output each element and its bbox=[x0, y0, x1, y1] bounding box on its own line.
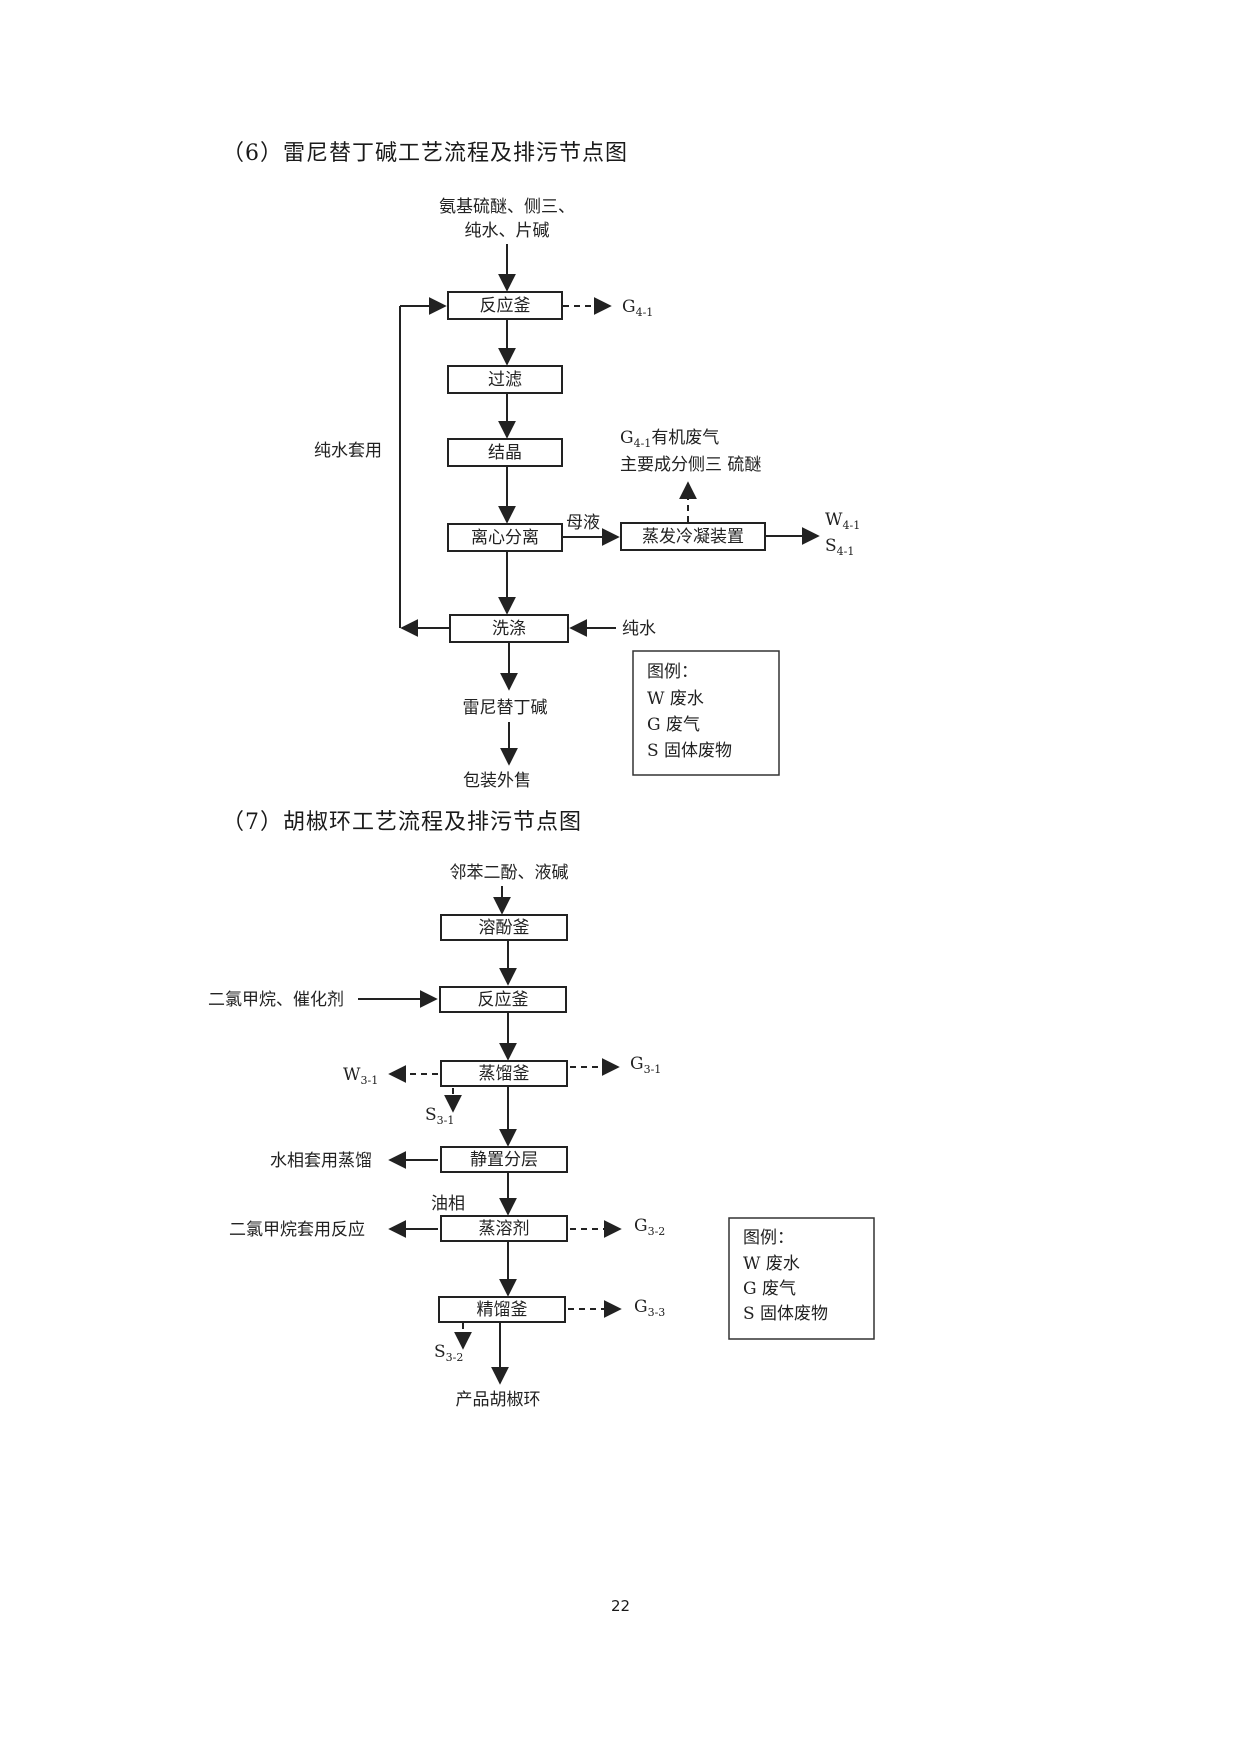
s7-oil-phase: 油相 bbox=[431, 1194, 465, 1214]
s6-evaporator-box: 蒸发冷凝装置 bbox=[620, 522, 766, 551]
s7-product: 产品胡椒环 bbox=[456, 1390, 541, 1410]
s6-legend: 图例： W 废水 G 废气 S 固体废物 bbox=[632, 650, 780, 776]
s6-s-out: S4-1 bbox=[825, 536, 854, 558]
s7-legend-item: S 固体废物 bbox=[743, 1304, 828, 1324]
s6-legend-item: W 废水 bbox=[647, 689, 704, 709]
s7-dissolve-box: 溶酚釜 bbox=[440, 914, 568, 941]
s6-wash-box: 洗涤 bbox=[449, 614, 569, 643]
s6-crystal-box: 结晶 bbox=[447, 438, 563, 467]
s7-settle-box: 静置分层 bbox=[440, 1146, 568, 1173]
s7-reactor-box: 反应釜 bbox=[439, 986, 567, 1013]
s7-s31: S3-1 bbox=[425, 1105, 454, 1127]
s6-mother-liquor: 母液 bbox=[566, 513, 600, 533]
s7-legend-item: G 废气 bbox=[743, 1279, 796, 1299]
s7-settle-label: 静置分层 bbox=[470, 1150, 538, 1170]
section7-diagram: 邻苯二酚、液碱 溶酚釜 二氯甲烷、催化剂 反应釜 蒸馏釜 W3-1 G3-1 S… bbox=[208, 863, 875, 1410]
s6-filter-box: 过滤 bbox=[447, 365, 563, 394]
s7-w31: W3-1 bbox=[343, 1065, 378, 1087]
s7-rectify-box: 精馏釜 bbox=[438, 1296, 566, 1323]
s6-w-out: W4-1 bbox=[825, 510, 860, 532]
s7-s32: S3-2 bbox=[434, 1342, 463, 1364]
section7-title: （7）胡椒环工艺流程及排污节点图 bbox=[222, 810, 582, 835]
s6-wash-label: 洗涤 bbox=[492, 619, 526, 639]
s6-legend-item: G 废气 bbox=[647, 715, 700, 735]
s6-inputs-line1: 氨基硫醚、侧三、 bbox=[439, 197, 575, 217]
s7-g33: G3-3 bbox=[634, 1297, 665, 1319]
s7-dissolve-label: 溶酚釜 bbox=[479, 918, 530, 938]
s6-inputs-line2: 纯水、片碱 bbox=[465, 221, 550, 241]
s7-legend-item: W 废水 bbox=[743, 1254, 800, 1274]
s7-rectify-label: 精馏釜 bbox=[477, 1300, 528, 1320]
s6-centrifuge-box: 离心分离 bbox=[447, 523, 563, 552]
s6-gas-note-line1: G4-1有机废气 bbox=[620, 428, 719, 450]
s6-gas-note-line2: 主要成分侧三 硫醚 bbox=[620, 455, 761, 475]
s7-solvent-label: 蒸溶剂 bbox=[479, 1219, 530, 1239]
s6-centrifuge-label: 离心分离 bbox=[471, 528, 539, 548]
s7-aqueous: 水相套用蒸馏 bbox=[270, 1151, 372, 1171]
s7-g31: G3-1 bbox=[630, 1054, 661, 1076]
page-number: 22 bbox=[610, 1597, 631, 1615]
s6-recycle-label: 纯水套用 bbox=[314, 441, 382, 461]
s7-dcm-reuse: 二氯甲烷套用反应 bbox=[229, 1220, 365, 1240]
s7-solvent-box: 蒸溶剂 bbox=[440, 1215, 568, 1242]
s7-input: 邻苯二酚、液碱 bbox=[450, 863, 569, 883]
s6-pure-water: 纯水 bbox=[622, 619, 656, 639]
s7-distill-box: 蒸馏釜 bbox=[440, 1060, 568, 1087]
s6-evaporator-label: 蒸发冷凝装置 bbox=[642, 527, 744, 547]
section6-title: （6）雷尼替丁碱工艺流程及排污节点图 bbox=[222, 141, 628, 166]
s6-crystal-label: 结晶 bbox=[488, 443, 522, 463]
s7-side-input: 二氯甲烷、催化剂 bbox=[208, 990, 344, 1010]
s7-reactor-label: 反应釜 bbox=[478, 990, 529, 1010]
s6-final: 包装外售 bbox=[463, 771, 531, 791]
s7-g32: G3-2 bbox=[634, 1216, 665, 1238]
s7-legend-title: 图例： bbox=[743, 1228, 794, 1248]
s6-product: 雷尼替丁碱 bbox=[463, 698, 548, 718]
s6-legend-title: 图例： bbox=[647, 662, 698, 682]
s6-reactor-box: 反应釜 bbox=[447, 291, 563, 320]
s6-gas-out: G4-1 bbox=[622, 297, 653, 319]
s6-legend-item: S 固体废物 bbox=[647, 741, 732, 761]
section6-diagram: 氨基硫醚、侧三、 纯水、片碱 反应釜 G4-1 过滤 结晶 离心分离 母液 bbox=[314, 197, 860, 791]
s6-reactor-label: 反应釜 bbox=[480, 296, 531, 316]
s7-distill-label: 蒸馏釜 bbox=[479, 1064, 530, 1084]
s7-legend: 图例： W 废水 G 废气 S 固体废物 bbox=[728, 1217, 875, 1340]
s6-filter-label: 过滤 bbox=[488, 370, 522, 390]
